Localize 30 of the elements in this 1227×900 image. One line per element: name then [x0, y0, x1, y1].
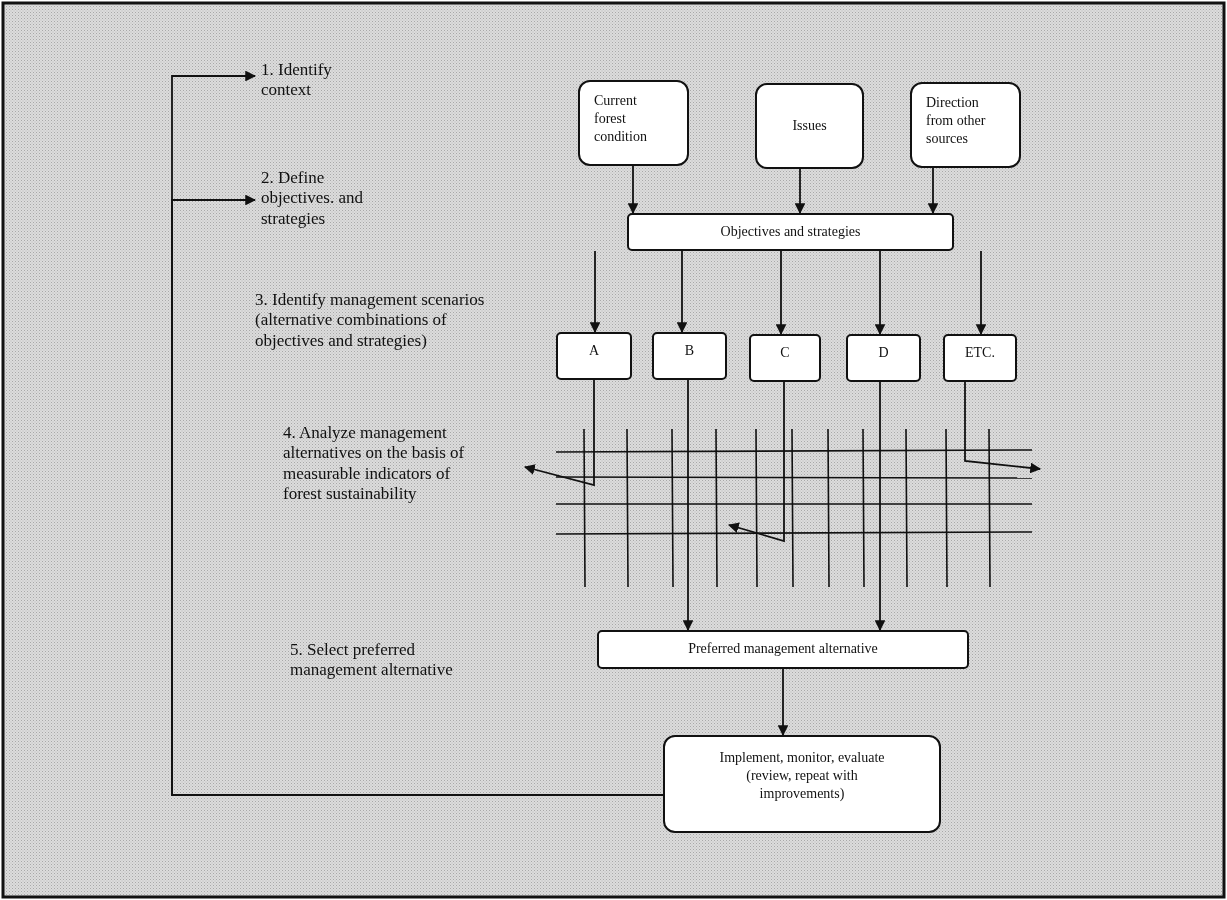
process-box: B	[652, 332, 727, 380]
step-label: 2. Define objectives. and strategies	[255, 168, 395, 232]
arrow	[874, 250, 886, 336]
process-box: A	[556, 332, 632, 380]
step-label: 1. Identify context	[255, 60, 375, 104]
arrow	[794, 168, 806, 215]
arrow	[874, 381, 886, 632]
step-label: 4. Analyze management alternatives on the basis of measurable indicators of forest sustainability	[283, 423, 466, 505]
arrow	[682, 379, 694, 632]
process-box: Issues	[755, 83, 864, 169]
arrow	[627, 165, 639, 215]
arrow	[727, 381, 785, 543]
arrow	[589, 250, 601, 334]
arrow	[964, 381, 1042, 474]
process-box: C	[749, 334, 821, 382]
process-box: Preferred management alternative	[597, 630, 969, 669]
step-label: 3. Identify management scenarios (alternative combinations of objectives and strategies)	[255, 290, 486, 352]
arrow	[523, 379, 595, 487]
process-box: Direction from other sources	[910, 82, 1021, 168]
step-label: 5. Select preferred management alternative	[290, 640, 454, 681]
arrow	[975, 250, 987, 336]
arrow	[676, 250, 688, 334]
process-box: Current forest condition	[578, 80, 689, 166]
arrow	[775, 250, 787, 336]
process-box: D	[846, 334, 921, 382]
process-box: Implement, monitor, evaluate (review, repeat with improvements)	[663, 735, 941, 833]
process-box: ETC.	[943, 334, 1017, 382]
arrow	[927, 167, 939, 215]
process-box: Objectives and strategies	[627, 213, 954, 251]
arrow	[777, 668, 789, 737]
